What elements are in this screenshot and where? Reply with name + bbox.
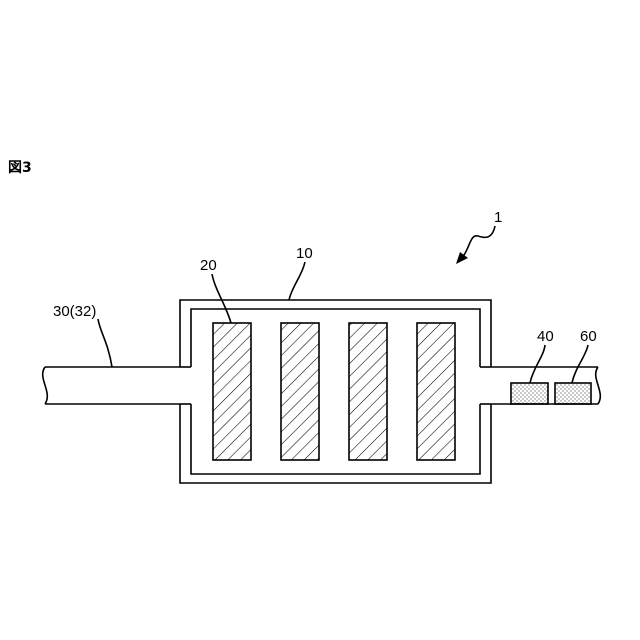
catalyst-element	[281, 323, 319, 460]
leader-line-sensor-60	[572, 345, 588, 383]
catalyst-elements	[213, 323, 455, 460]
leader-line-catalyst	[212, 274, 231, 323]
left-pipe	[43, 367, 180, 404]
label-sensor-60: 60	[580, 328, 597, 345]
sensor-block-40	[511, 383, 548, 404]
catalyst-element	[417, 323, 455, 460]
sensor-block-60	[555, 383, 591, 404]
label-catalyst: 20	[200, 257, 217, 274]
label-sensor-40: 40	[537, 328, 554, 345]
catalyst-element	[213, 323, 251, 460]
leader-line-sensor-40	[530, 345, 545, 383]
reference-arrow-1	[456, 226, 495, 264]
leader-line-housing	[289, 262, 305, 300]
label-pipe: 30(32)	[53, 303, 96, 320]
figure-label: 図3	[8, 160, 32, 176]
leader-line-pipe	[98, 319, 112, 367]
catalyst-element	[349, 323, 387, 460]
label-device: 1	[494, 209, 502, 226]
label-housing: 10	[296, 245, 313, 262]
